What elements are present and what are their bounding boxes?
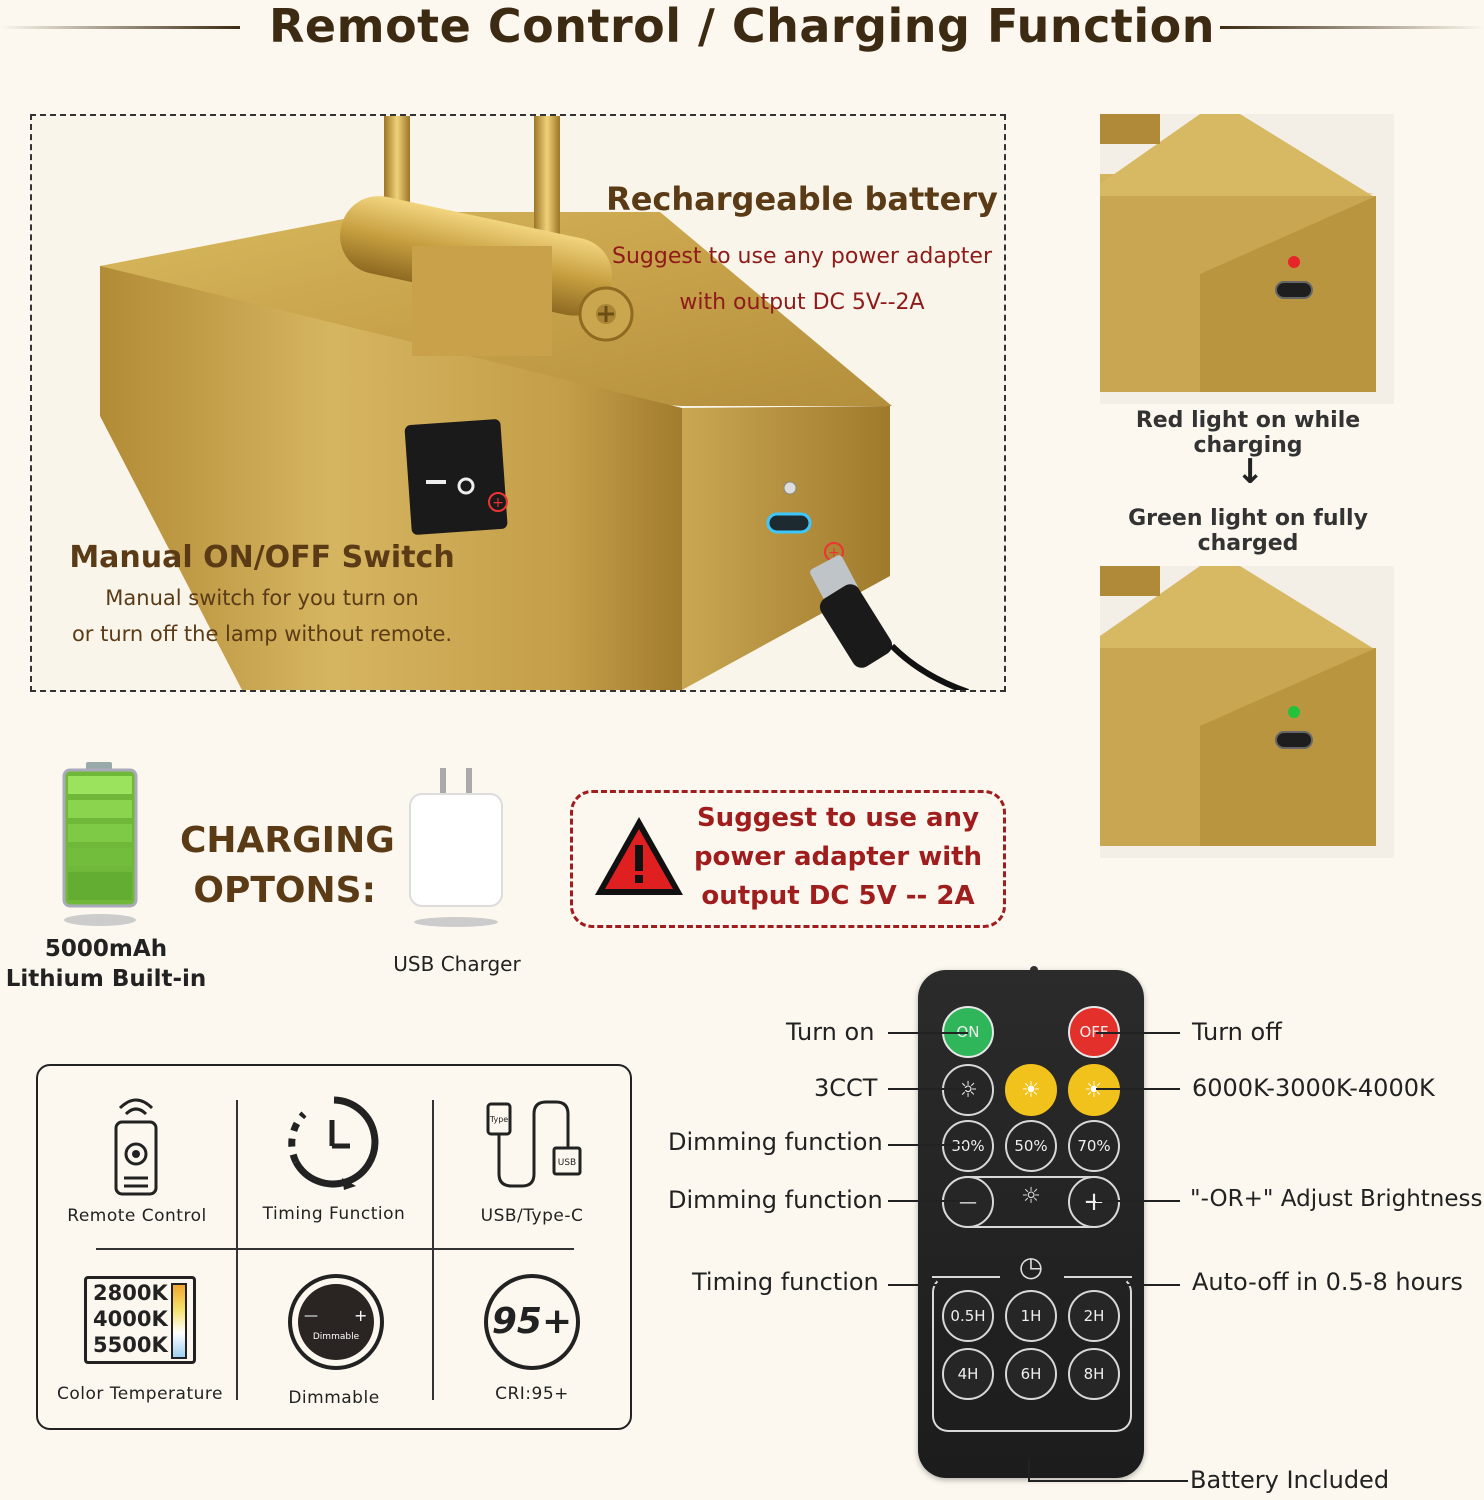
- lamp-base-image: + +: [100, 116, 969, 690]
- usb-cable-icon: Type USB: [486, 1100, 582, 1188]
- warning-icon: [595, 817, 683, 895]
- temp-gradient: [171, 1283, 187, 1359]
- dimming-label-1: Dimming function: [668, 1128, 883, 1156]
- svg-text:Type: Type: [489, 1115, 508, 1124]
- title-rule-right: [1220, 26, 1484, 29]
- charging-heading-2: OPTONS:: [193, 870, 376, 911]
- temp-value: 4000K: [93, 1307, 168, 1331]
- red-light-label: Red light on while charging: [1135, 408, 1361, 458]
- leader-line: [1028, 1480, 1188, 1482]
- dimming-label-2: Dimming function: [668, 1186, 883, 1214]
- svg-text:USB: USB: [558, 1158, 576, 1168]
- timer-group: [932, 1276, 1132, 1432]
- battery-line2: with output DC 5V--2A: [679, 290, 925, 315]
- features-panel: Remote Control Timing Function Type USB …: [36, 1064, 632, 1430]
- sun-icon: ☀: [1084, 1077, 1104, 1103]
- main-product-panel: + + Rechargeable battery Suggest to use …: [30, 114, 1006, 692]
- usb-charger-icon: [409, 768, 503, 927]
- brightness-minus-button[interactable]: —: [942, 1176, 994, 1228]
- timer-1h-button[interactable]: 1H: [1005, 1290, 1057, 1342]
- battery-icon: [62, 762, 138, 926]
- leader-line: [888, 1200, 968, 1202]
- feature-label: Timing Function: [262, 1204, 406, 1224]
- leader-line: [888, 1144, 968, 1146]
- cct-label: 3CCT: [814, 1074, 878, 1102]
- feature-label: CRI:95+: [495, 1384, 569, 1404]
- down-arrow-icon: ↓: [1235, 452, 1265, 492]
- battery-type: Lithium Built-in: [5, 966, 207, 992]
- remote-control: ON OFF ☼ ☀ ☀ 30% 50% 70% — ☼ + ◷ 0.5H 1H…: [918, 970, 1144, 1478]
- leader-line: [1096, 1032, 1180, 1034]
- clock-icon: [288, 1096, 379, 1190]
- leader-line: [1028, 1458, 1030, 1482]
- green-light-label: Green light on fully charged: [1128, 506, 1368, 556]
- temp-value: 2800K: [93, 1281, 168, 1305]
- timing-label: Timing function: [692, 1268, 879, 1296]
- charging-photo-red: [1100, 114, 1394, 404]
- title-rule-left: [0, 26, 240, 29]
- battery-line1: Suggest to use any power adapter: [612, 244, 992, 269]
- turn-on-label: Turn on: [786, 1018, 875, 1046]
- battery-included-label: Battery Included: [1190, 1466, 1390, 1494]
- switch-line2: or turn off the lamp without remote.: [71, 622, 453, 646]
- switch-heading: Manual ON/OFF Switch: [69, 540, 455, 575]
- timer-6h-button[interactable]: 6H: [1005, 1348, 1057, 1400]
- warning-line2: power adapter with: [693, 842, 983, 872]
- dimmer-knob-icon: Dimmable — +: [288, 1274, 384, 1370]
- divider: [432, 1100, 434, 1400]
- adjust-brightness-label: "-OR+" Adjust Brightness: [1190, 1186, 1483, 1212]
- adapter-warning-box: Suggest to use any power adapter with ou…: [570, 790, 1006, 928]
- warning-line1: Suggest to use any: [696, 803, 980, 833]
- brightness-50-button[interactable]: 50%: [1005, 1120, 1057, 1172]
- divider: [236, 1100, 238, 1400]
- timer-8h-button[interactable]: 8H: [1068, 1348, 1120, 1400]
- timer-4h-button[interactable]: 4H: [942, 1348, 994, 1400]
- cct-values-label: 6000K-3000K-4000K: [1192, 1074, 1435, 1102]
- temp-value: 5500K: [93, 1333, 168, 1357]
- charging-photo-green: [1100, 566, 1394, 858]
- feature-label: Dimmable: [288, 1388, 380, 1408]
- feature-label: USB/Type-C: [480, 1206, 584, 1226]
- timer-05h-button[interactable]: 0.5H: [942, 1290, 994, 1342]
- turn-off-label: Turn off: [1192, 1018, 1282, 1046]
- cri-icon: 95+: [484, 1274, 580, 1370]
- sun-icon: ☀: [1021, 1077, 1041, 1103]
- sun-icon: ☼: [958, 1077, 978, 1103]
- warm-light-button[interactable]: ☀: [1005, 1064, 1057, 1116]
- remote-icon: [114, 1098, 158, 1196]
- leader-line: [888, 1032, 968, 1034]
- leader-line: [888, 1088, 968, 1090]
- battery-capacity: 5000mAh: [44, 936, 168, 962]
- red-led: [1288, 256, 1300, 268]
- brightness-icon: ☼: [1021, 1184, 1041, 1209]
- auto-off-label: Auto-off in 0.5-8 hours: [1192, 1268, 1463, 1296]
- knob-text: Dimmable: [312, 1332, 360, 1342]
- svg-text:+: +: [828, 545, 840, 561]
- brightness-30-button[interactable]: 30%: [942, 1120, 994, 1172]
- neutral-light-button[interactable]: ☀: [1068, 1064, 1120, 1116]
- cct-toggle-button[interactable]: ☼: [942, 1064, 994, 1116]
- brightness-70-button[interactable]: 70%: [1068, 1120, 1120, 1172]
- divider: [96, 1248, 574, 1250]
- warning-line3: output DC 5V -- 2A: [701, 881, 975, 911]
- leader-line: [1096, 1200, 1180, 1202]
- charging-heading-1: CHARGING: [180, 820, 395, 861]
- switch-line1: Manual switch for you turn on: [105, 586, 419, 610]
- knob-minus: —: [304, 1308, 318, 1324]
- page-title: Remote Control / Charging Function: [269, 0, 1215, 53]
- brightness-plus-button[interactable]: +: [1068, 1176, 1120, 1228]
- svg-text:+: +: [492, 495, 504, 511]
- battery-heading: Rechargeable battery: [606, 180, 998, 218]
- leader-line: [1096, 1088, 1180, 1090]
- feature-label: Remote Control: [67, 1206, 207, 1226]
- leader-line: [888, 1284, 968, 1286]
- color-temperature-icon: 2800K 4000K 5500K: [84, 1276, 196, 1364]
- usb-charger-label: USB Charger: [393, 952, 521, 976]
- knob-plus: +: [354, 1306, 368, 1325]
- timer-clock-icon: ◷: [1018, 1250, 1044, 1283]
- leader-line: [1096, 1284, 1180, 1286]
- feature-label: Color Temperature: [57, 1384, 223, 1404]
- green-led: [1288, 706, 1300, 718]
- timer-2h-button[interactable]: 2H: [1068, 1290, 1120, 1342]
